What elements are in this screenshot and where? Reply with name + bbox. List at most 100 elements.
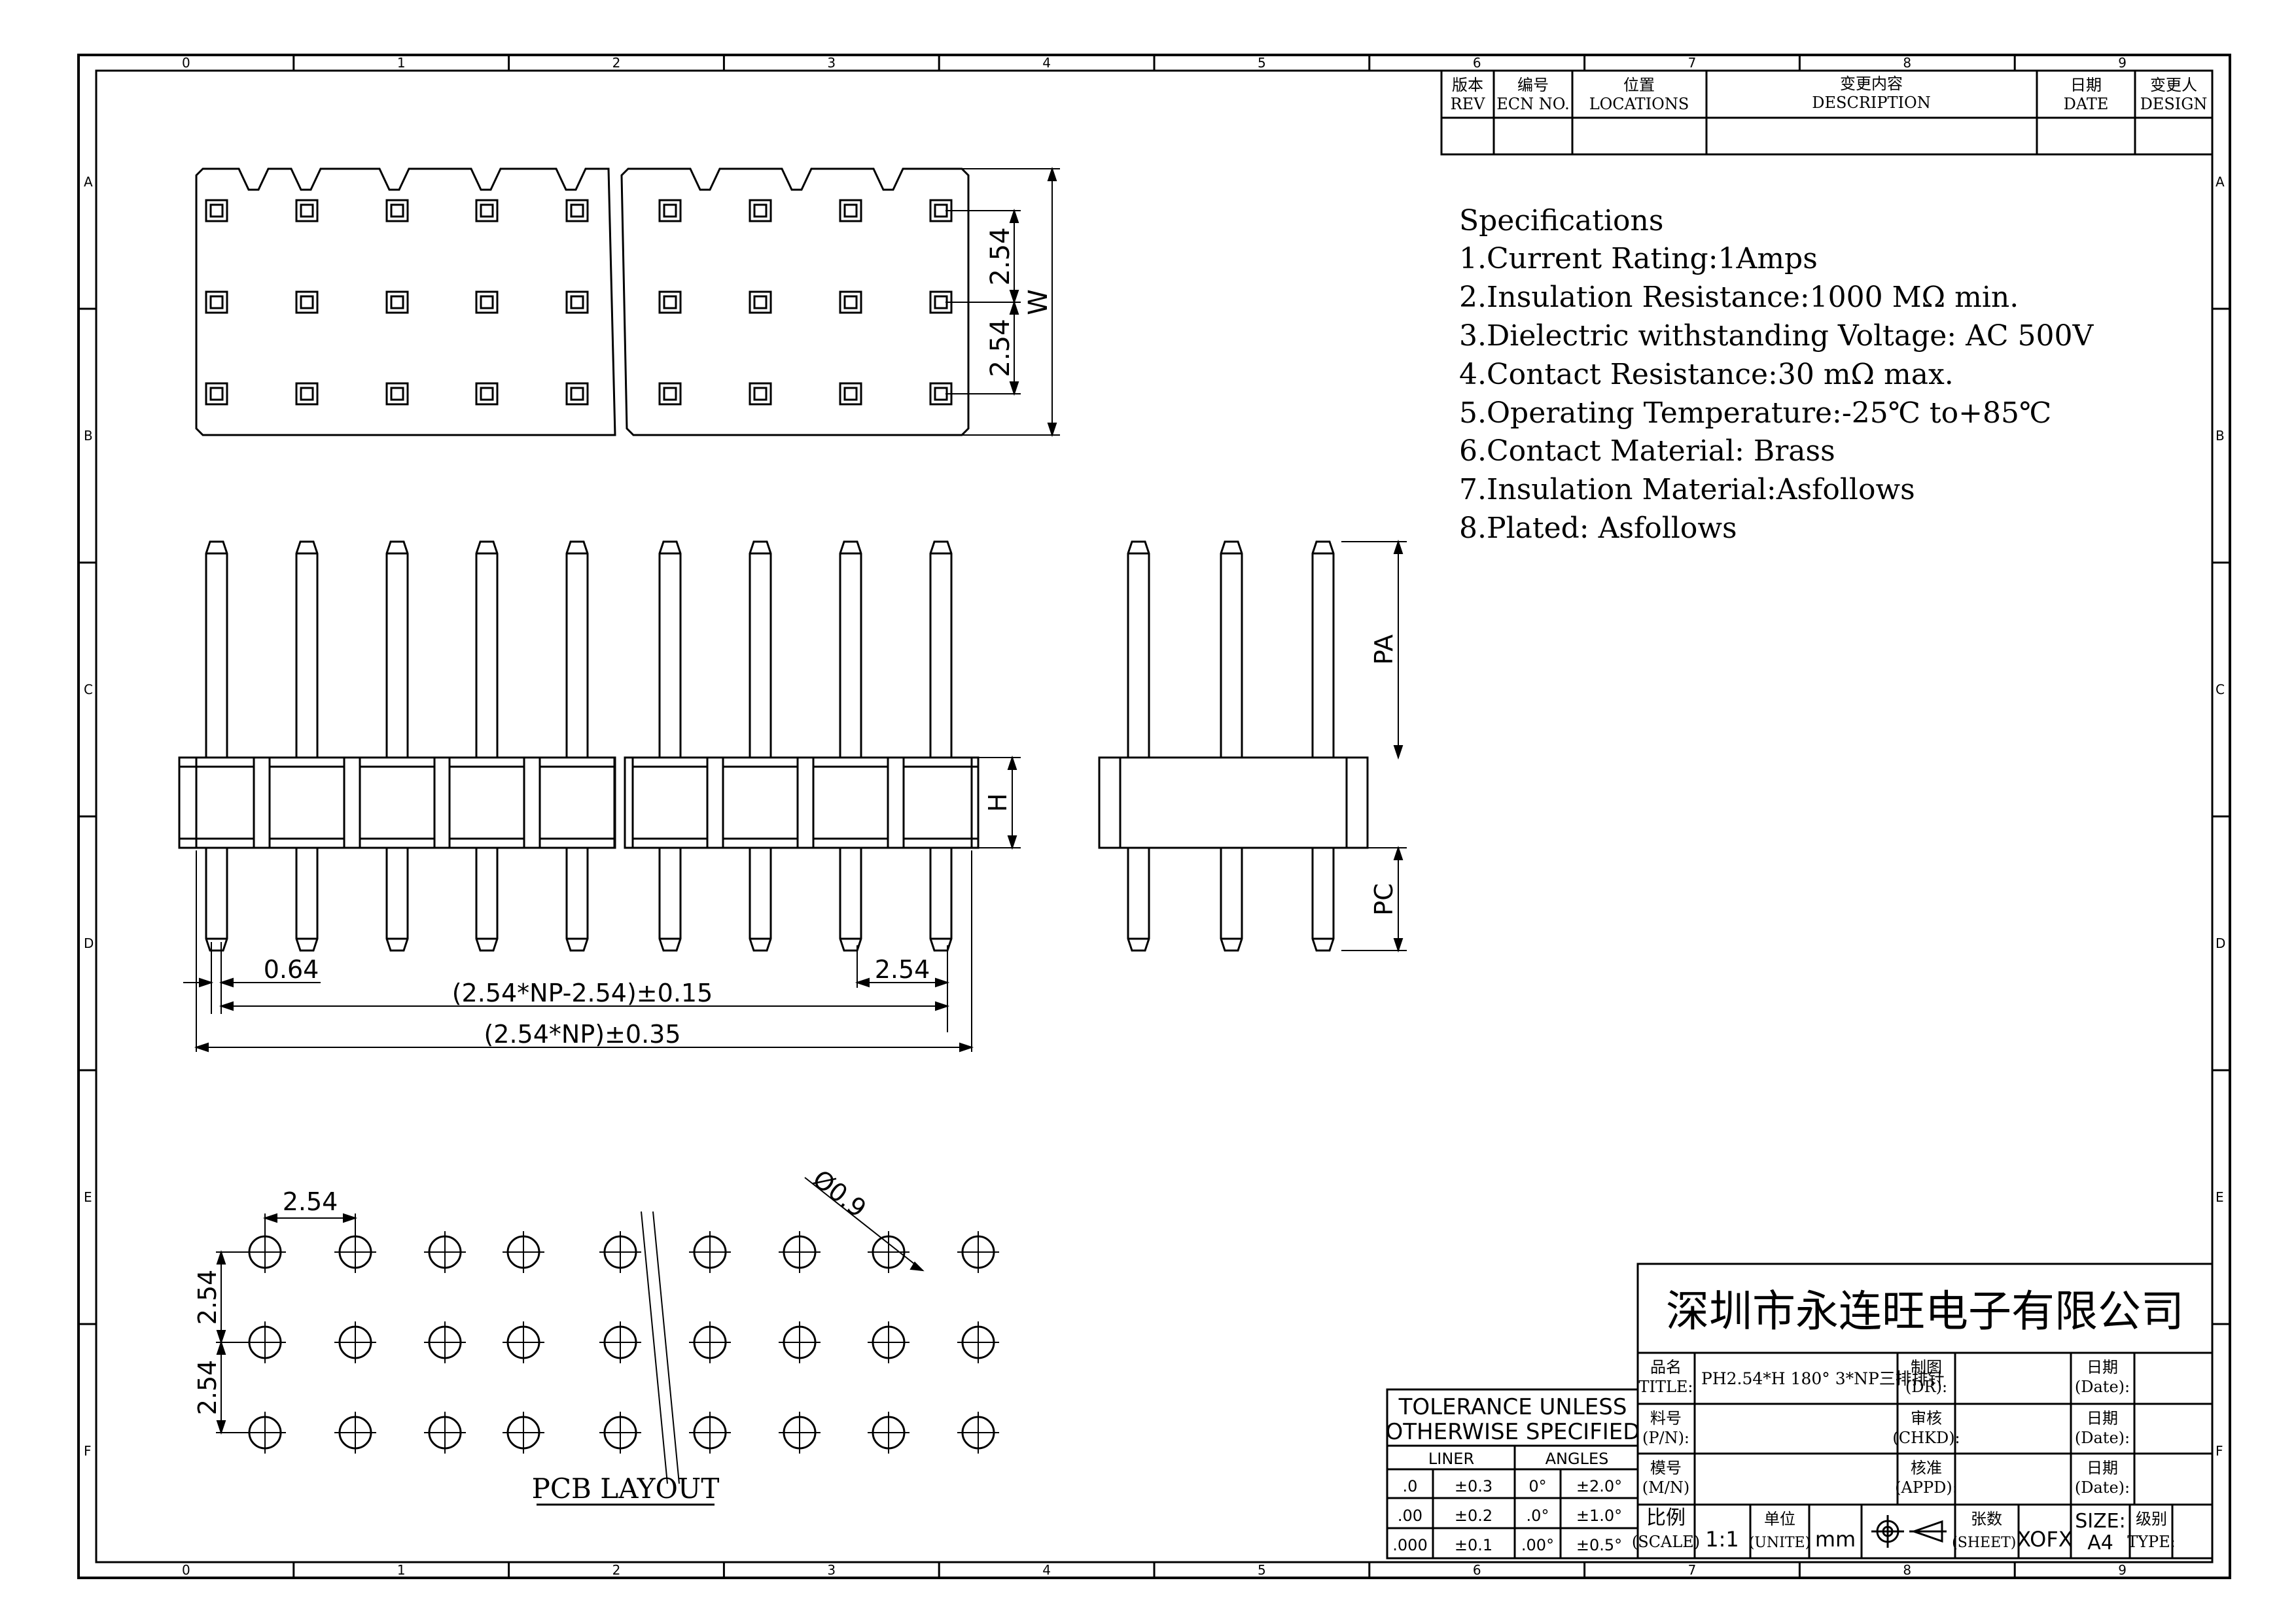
unit-value: mm <box>1815 1527 1856 1552</box>
pin-square-inner <box>300 387 314 401</box>
pin-square-outer <box>565 199 589 222</box>
front-pin <box>658 540 682 952</box>
pin-square-outer <box>749 382 772 406</box>
front-view-dim-labels: 0.64 2.54 (2.54*NP-2.54)±0.15 (2.54*NP)±… <box>264 794 1012 1049</box>
zone-label-row: C <box>84 682 93 697</box>
spec-item: 1.Current Rating:1Amps <box>1459 242 1818 275</box>
front-pin <box>295 540 319 952</box>
design-header-cn: 变更人 <box>2150 76 2197 94</box>
tol-liner-value: ±0.1 <box>1455 1536 1492 1554</box>
housing-block <box>722 756 799 849</box>
front-pin <box>385 540 409 952</box>
title-label-cn: 品名 <box>1650 1358 1682 1376</box>
zone-label-row: A <box>2216 174 2225 190</box>
pin-square-inner <box>663 295 677 309</box>
top-view-pin-squares <box>205 199 953 406</box>
zone-label-row: E <box>84 1189 92 1205</box>
pin-square-outer <box>565 290 589 314</box>
dim-pcb-pitch-y2: 2.54 <box>193 1360 222 1416</box>
pin-square-outer <box>475 199 499 222</box>
zone-label-row: B <box>2216 428 2225 444</box>
side-view <box>1098 540 1369 952</box>
appd-label-en: (APPD): <box>1895 1478 1958 1497</box>
tolerance-title-2: OTHERWISE SPECIFIED <box>1386 1419 1640 1445</box>
date-header-cn: 日期 <box>2070 76 2102 94</box>
front-view-dimensions <box>183 755 1021 1053</box>
pin-square-inner <box>390 203 404 218</box>
front-pin <box>205 540 228 952</box>
tol-angle-value: ±2.0° <box>1576 1477 1622 1495</box>
tol-liner-place: .00 <box>1398 1507 1422 1525</box>
front-pin <box>839 540 862 952</box>
pin-square-outer <box>295 382 319 406</box>
size-label: SIZE: <box>2075 1510 2126 1533</box>
tol-angle-value: ±1.0° <box>1576 1507 1622 1525</box>
zone-label-col: 2 <box>612 55 621 71</box>
housing-block <box>178 756 255 849</box>
type-label-en: TYPE: <box>2127 1533 2176 1551</box>
spec-heading: Specifications <box>1459 204 1663 237</box>
pin-square-outer <box>205 382 228 406</box>
tolerance-table <box>1386 1388 1639 1560</box>
zone-label-col: 5 <box>1258 1562 1266 1578</box>
dim-pcb-pitch-x: 2.54 <box>283 1187 338 1216</box>
ecn-header-cn: 编号 <box>1517 76 1549 94</box>
pin-square-inner <box>390 295 404 309</box>
pn-label-cn: 料号 <box>1650 1409 1682 1427</box>
title-block <box>1636 1263 2214 1560</box>
pin-square-outer <box>295 199 319 222</box>
housing-block <box>359 756 436 849</box>
spec-item: 5.Operating Temperature:-25℃ to+85℃ <box>1459 396 2051 430</box>
locations-header-cn: 位置 <box>1623 76 1655 94</box>
zone-label-col: 1 <box>397 55 406 71</box>
title-value: PH2.54*H 180° 3*NP三排排针 <box>1701 1369 1945 1388</box>
front-pin <box>565 540 589 952</box>
tol-liner-value: ±0.2 <box>1455 1507 1492 1525</box>
dim-pcb-pitch-y1: 2.54 <box>193 1270 222 1325</box>
sheet-label-en: (SHEET): <box>1952 1535 2021 1551</box>
date-header-en: DATE <box>2064 95 2109 113</box>
front-pin <box>475 540 499 952</box>
ecn-header-en: ECN NO. <box>1496 95 1569 113</box>
description-header-cn: 变更内容 <box>1840 75 1903 93</box>
zone-label-col: 3 <box>827 1562 836 1578</box>
tol-liner-place: .000 <box>1392 1536 1427 1554</box>
scale-label-cn: 比例 <box>1646 1507 1686 1529</box>
tol-liner-value: ±0.3 <box>1455 1477 1492 1495</box>
pin-square-inner <box>480 387 494 401</box>
pin-square-outer <box>658 382 682 406</box>
pin-square-outer <box>658 199 682 222</box>
projection-symbol-icon <box>1871 1515 1947 1548</box>
dim-top-pitch-2: 2.54 <box>985 319 1016 377</box>
dim-pa: PA <box>1369 635 1398 665</box>
zone-label-col: 5 <box>1258 55 1266 71</box>
pin-square-inner <box>663 387 677 401</box>
zone-ticks <box>79 55 2230 1578</box>
drawn-label-en: (DR): <box>1905 1378 1947 1396</box>
housing-block <box>539 756 616 849</box>
date-label-cn: 日期 <box>2087 1459 2118 1477</box>
dim-pc: PC <box>1369 883 1398 915</box>
scale-value: 1:1 <box>1705 1527 1739 1552</box>
zone-label-col: 6 <box>1473 55 1481 71</box>
rev-header-cn: 版本 <box>1452 76 1483 94</box>
pin-square-outer <box>475 290 499 314</box>
type-label-cn: 级别 <box>2136 1510 2167 1528</box>
zone-label-row: E <box>2216 1189 2224 1205</box>
locations-header-en: LOCATIONS <box>1589 95 1689 113</box>
spec-item: 8.Plated: Asfollows <box>1459 512 1737 545</box>
pin-square-inner <box>753 387 768 401</box>
sheet-value: XOFX <box>2017 1527 2072 1552</box>
company-name: 深圳市永连旺电子有限公司 <box>1666 1286 2184 1336</box>
date-label-cn: 日期 <box>2087 1358 2118 1376</box>
zone-label-col: 7 <box>1688 55 1697 71</box>
pin-square-inner <box>209 203 224 218</box>
pin-square-inner <box>843 203 858 218</box>
pin-square-inner <box>480 295 494 309</box>
zone-label-col: 7 <box>1688 1562 1697 1578</box>
front-pin <box>749 540 772 952</box>
date-label-en: (Date): <box>2075 1429 2130 1447</box>
tol-liner-place: .0 <box>1403 1477 1418 1495</box>
drawn-label-cn: 制图 <box>1911 1358 1942 1376</box>
housing-outline-left <box>195 167 616 436</box>
